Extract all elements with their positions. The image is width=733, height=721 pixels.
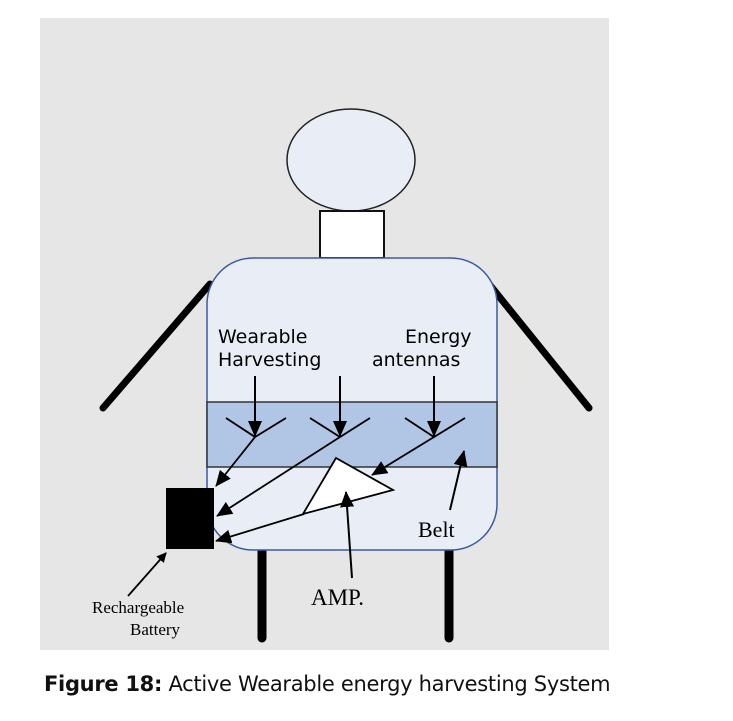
label-antennas: antennas <box>372 349 460 371</box>
arrow-battery-label <box>127 552 167 597</box>
label-belt: Belt <box>418 517 455 542</box>
figure-caption: Figure 18: Active Wearable energy harves… <box>44 672 611 696</box>
figure-number: Figure 18: <box>44 672 163 696</box>
rechargeable-battery <box>166 488 214 549</box>
arrow-amp-to-battery <box>215 513 305 544</box>
arrow-antenna1-to-battery <box>215 436 256 487</box>
label-rechargeable: Rechargeable <box>92 598 184 617</box>
arrow-belt-label <box>449 450 468 511</box>
label-amp: AMP. <box>311 585 364 610</box>
arrow-antenna3-to-amp <box>371 436 435 476</box>
neck <box>319 210 385 259</box>
arrow-antenna2-to-battery <box>216 436 341 517</box>
label-battery: Battery <box>130 620 181 639</box>
right-arm <box>485 280 593 412</box>
label-energy: Energy <box>405 326 472 348</box>
label-harvesting: Harvesting <box>218 349 321 371</box>
figure-caption-text: Active Wearable energy harvesting System <box>168 672 611 696</box>
head <box>286 108 416 212</box>
arrow-amp-label <box>340 491 355 579</box>
left-arm <box>99 280 214 412</box>
label-wearable: Wearable <box>218 326 308 348</box>
